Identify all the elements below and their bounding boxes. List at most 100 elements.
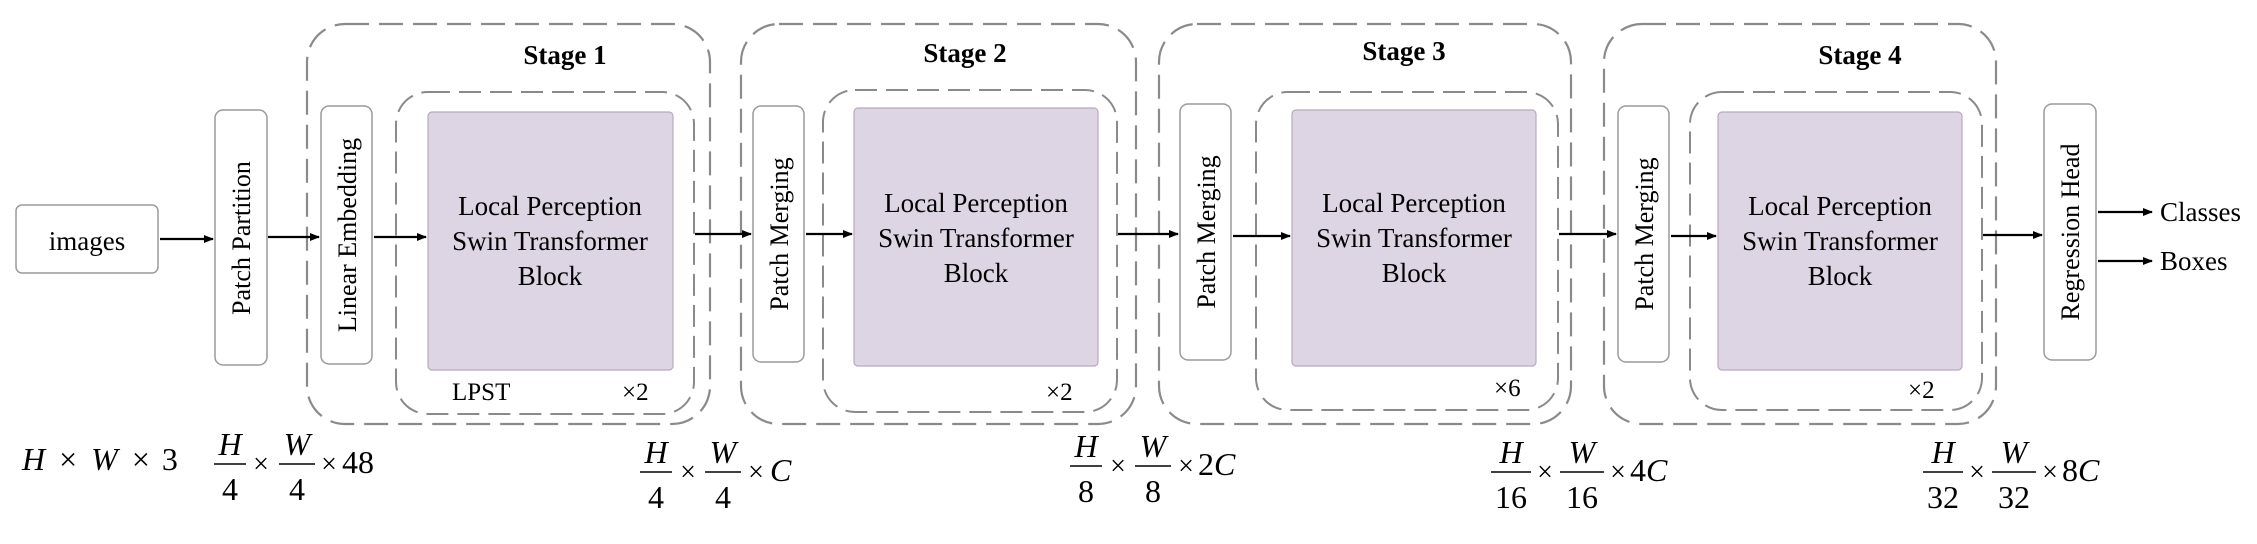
dim-stage3-c-num: 4 <box>1630 452 1646 488</box>
dim-stage1: H 4 × W 4 × C <box>640 434 792 515</box>
dim-stage4-c-num: 8 <box>2062 452 2078 488</box>
dim-stage1-den1: 4 <box>648 479 664 515</box>
dim-stage3-c: C <box>1646 452 1668 488</box>
svg-text:×: × <box>1610 457 1626 488</box>
dim-stage2-num1: H <box>1073 428 1099 464</box>
regression-head-label: Regression Head <box>2056 144 2085 321</box>
linear-embedding-label: Linear Embedding <box>333 138 362 332</box>
stage-1-repeat: ×2 <box>622 379 649 406</box>
dim-stage2-den2: 8 <box>1145 473 1161 509</box>
images-input-box: images <box>15 204 159 274</box>
lpst-block-2: Local Perception Swin Transformer Block <box>853 107 1099 367</box>
dim-stage3-num1: H <box>1498 434 1524 470</box>
dim-stage3-den1: 16 <box>1495 479 1527 515</box>
dim-stage1-num1: H <box>643 434 669 470</box>
stage-4-title: Stage 4 <box>1818 40 1901 70</box>
svg-text:×: × <box>1110 451 1126 482</box>
block-4-line-2: Swin Transformer <box>1742 226 1938 256</box>
stage-4-container <box>1602 22 1998 426</box>
patch-merging-label-2: Patch Merging <box>765 157 794 310</box>
dim-input-times-2: × <box>132 441 150 477</box>
stage-1-container <box>305 22 712 426</box>
svg-text:×: × <box>321 449 337 480</box>
classes-output-label: Classes <box>2160 197 2241 227</box>
svg-text:×: × <box>1969 457 1985 488</box>
stage-3-repeat: ×6 <box>1494 375 1521 402</box>
flow-arrows <box>160 208 2153 265</box>
patch-merging-box-2: Patch Merging <box>752 105 805 363</box>
dim-partition-c: 48 <box>342 444 374 480</box>
svg-text:H × W ×: H × W × 3 <box>21 441 178 477</box>
lpst-block-1: Local Perception Swin Transformer Block <box>427 111 674 371</box>
dim-stage2: H 8 × W 8 × 2C <box>1070 428 1236 509</box>
dim-stage3-den2: 16 <box>1566 479 1598 515</box>
patch-merging-label-4: Patch Merging <box>1630 157 1659 310</box>
block-4-line-1: Local Perception <box>1748 191 1932 221</box>
stage-3-title: Stage 3 <box>1362 36 1445 66</box>
lpst-block-4: Local Perception Swin Transformer Block <box>1717 111 1963 371</box>
patch-merging-box-4: Patch Merging <box>1617 105 1670 363</box>
dim-partition-num1: H <box>217 426 243 462</box>
stage-4-repeat: ×2 <box>1908 377 1935 404</box>
dim-stage3-num2: W <box>1569 434 1599 470</box>
boxes-output-label: Boxes <box>2160 246 2228 276</box>
dim-stage1-num2: W <box>710 434 740 470</box>
svg-text:×: × <box>2042 457 2058 488</box>
lpst-label: LPST <box>452 379 510 406</box>
dim-stage2-c: C <box>1214 446 1236 482</box>
dim-stage4: H 32 × W 32 × 8C <box>1923 434 2100 515</box>
stage-2-title: Stage 2 <box>923 38 1006 68</box>
stage-1-title: Stage 1 <box>523 40 606 70</box>
lpst-container-4 <box>1689 91 1983 411</box>
dim-input-c: 3 <box>162 441 178 477</box>
block-2-line-3: Block <box>944 258 1009 288</box>
dim-partition: H 4 × W 4 × 48 <box>214 426 374 507</box>
svg-text:4C: 4C <box>1630 452 1668 488</box>
dim-input-times-1: × <box>59 441 77 477</box>
svg-text:×: × <box>1537 457 1553 488</box>
linear-embedding-box: Linear Embedding <box>320 105 373 365</box>
dim-stage3: H 16 × W 16 × 4C <box>1491 434 1668 515</box>
lpst-container-2 <box>822 89 1118 413</box>
block-2-line-1: Local Perception <box>884 188 1068 218</box>
dim-partition-den2: 4 <box>289 471 305 507</box>
dim-stage4-c: C <box>2078 452 2100 488</box>
patch-merging-label-3: Patch Merging <box>1192 155 1221 308</box>
stage-2-repeat: ×2 <box>1046 379 1073 406</box>
svg-text:8C: 8C <box>2062 452 2100 488</box>
block-3-line-3: Block <box>1382 258 1447 288</box>
dim-stage1-c: C <box>770 452 792 488</box>
block-1-line-2: Swin Transformer <box>452 226 648 256</box>
lpst-container-1 <box>395 91 695 415</box>
images-label: images <box>49 226 125 256</box>
lpst-container-3 <box>1255 91 1559 411</box>
dim-stage2-c-num: 2 <box>1198 446 1214 482</box>
dim-stage4-den1: 32 <box>1927 479 1959 515</box>
svg-text:×: × <box>680 457 696 488</box>
lpst-block-3: Local Perception Swin Transformer Block <box>1291 109 1537 367</box>
dim-stage4-num2: W <box>2001 434 2031 470</box>
regression-head-box: Regression Head <box>2043 103 2097 361</box>
svg-text:×: × <box>253 449 269 480</box>
block-1-line-3: Block <box>518 261 583 291</box>
dim-stage1-den2: 4 <box>715 479 731 515</box>
block-3-line-2: Swin Transformer <box>1316 223 1512 253</box>
svg-text:2C: 2C <box>1198 446 1236 482</box>
svg-text:×: × <box>1178 451 1194 482</box>
block-4-line-3: Block <box>1808 261 1873 291</box>
patch-partition-label: Patch Partition <box>227 161 256 315</box>
dim-stage4-num1: H <box>1930 434 1956 470</box>
block-2-line-2: Swin Transformer <box>878 223 1074 253</box>
svg-text:×: × <box>748 457 764 488</box>
dim-partition-num2: W <box>284 426 314 462</box>
stage-3-container <box>1157 22 1573 426</box>
patch-merging-box-3: Patch Merging <box>1179 103 1232 361</box>
dim-stage2-num2: W <box>1140 428 1170 464</box>
stage-2-container <box>739 22 1138 426</box>
dim-input-w: W <box>91 441 121 477</box>
dim-stage4-den2: 32 <box>1998 479 2030 515</box>
patch-partition-box: Patch Partition <box>214 109 268 366</box>
block-1-line-1: Local Perception <box>458 191 642 221</box>
dim-partition-den1: 4 <box>222 471 238 507</box>
